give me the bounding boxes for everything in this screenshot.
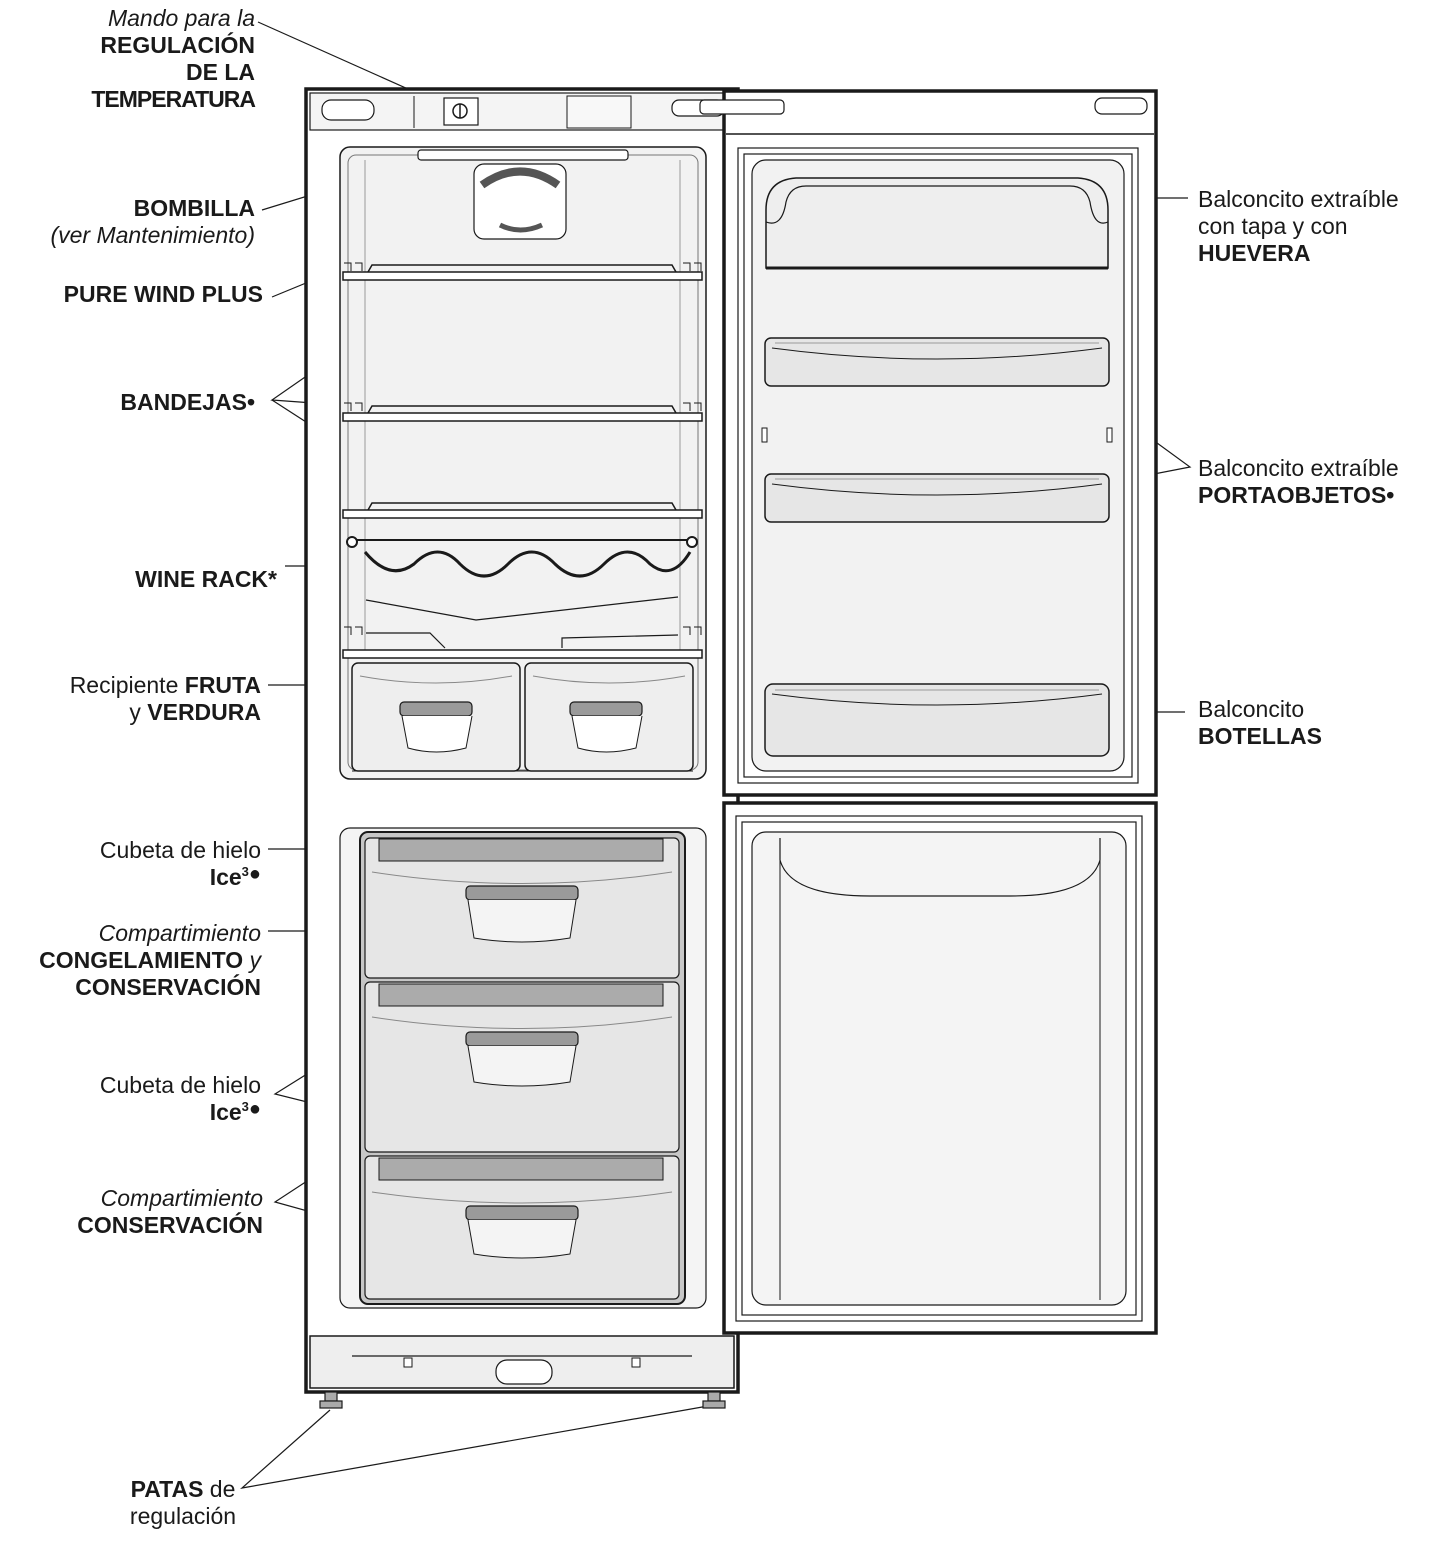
label-holder-balcony-bullet: • xyxy=(1386,482,1394,508)
label-shelves: BANDEJAS• xyxy=(120,389,255,416)
label-ice-tray-upper: Cubeta de hielo Ice3● xyxy=(100,837,261,891)
label-feet-patas: PATAS xyxy=(131,1476,204,1502)
label-holder-balcony: Balconcito extraíble PORTAOBJETOS• xyxy=(1198,455,1399,509)
label-bottle-balcony: Balconcito BOTELLAS xyxy=(1198,696,1322,750)
label-temperature-control: Mando para la REGULACIÓN DE LA TEMPERATU… xyxy=(91,5,255,113)
label-egg-balcony-line1: Balconcito extraíble xyxy=(1198,186,1399,213)
label-egg-balcony-line2: con tapa y con xyxy=(1198,213,1399,240)
freezer-drawers xyxy=(365,838,679,1299)
label-feet-de: de xyxy=(203,1476,235,1502)
label-ice-tray-lower-line1: Cubeta de hielo xyxy=(100,1072,261,1099)
label-adjustable-feet: PATAS de regulación xyxy=(108,1476,258,1530)
label-crisper-conj: y xyxy=(129,699,147,725)
label-crisper-prefix: Recipiente xyxy=(70,672,185,698)
fridge-body xyxy=(306,89,738,1408)
label-wine-rack-line1: WINE RACK* xyxy=(135,566,277,593)
label-storage-compartment-line1: Compartimiento xyxy=(77,1185,263,1212)
label-shelves-text: BANDEJAS xyxy=(120,389,247,415)
label-crisper: Recipiente FRUTA y VERDURA xyxy=(70,672,261,726)
bulb-cover xyxy=(418,150,628,160)
label-bulb: BOMBILLA (ver Mantenimiento) xyxy=(50,195,255,249)
label-holder-balcony-text: PORTAOBJETOS xyxy=(1198,482,1386,508)
label-ice-tray-upper-dot: ● xyxy=(249,863,261,885)
label-ice-tray-upper-sup: 3 xyxy=(242,864,249,879)
bottle-balcony xyxy=(765,684,1109,756)
label-shelves-bullet: • xyxy=(247,389,255,415)
label-crisper-verdura: VERDURA xyxy=(147,699,261,725)
label-bottle-balcony-line2: BOTELLAS xyxy=(1198,723,1322,750)
label-temperature-control-line1: Mando para la xyxy=(91,5,255,32)
label-crisper-fruta: FRUTA xyxy=(185,672,261,698)
label-ice-tray-upper-ice: Ice xyxy=(210,864,242,890)
label-holder-balcony-line1: Balconcito extraíble xyxy=(1198,455,1399,482)
label-bulb-line2: (ver Mantenimiento) xyxy=(50,222,255,249)
label-ice-tray-lower: Cubeta de hielo Ice3● xyxy=(100,1072,261,1126)
door-balcony-middle xyxy=(765,474,1109,522)
doors xyxy=(700,91,1156,1333)
label-freeze-compartment: Compartimiento CONGELAMIENTO y CONSERVAC… xyxy=(39,920,261,1001)
label-temperature-control-line2: REGULACIÓN xyxy=(91,32,255,59)
leader-feet xyxy=(242,1406,708,1488)
label-ice-tray-lower-sup: 3 xyxy=(242,1099,249,1114)
label-ice-tray-upper-line1: Cubeta de hielo xyxy=(100,837,261,864)
label-bulb-line1: BOMBILLA xyxy=(50,195,255,222)
label-storage-compartment-line2: CONSERVACIÓN xyxy=(77,1212,263,1239)
label-storage-compartment: Compartimiento CONSERVACIÓN xyxy=(77,1185,263,1239)
label-pure-wind-plus: PURE WIND PLUS xyxy=(64,281,263,308)
label-ice-tray-lower-dot: ● xyxy=(249,1098,261,1120)
label-pure-wind-plus-line1: PURE WIND PLUS xyxy=(64,281,263,308)
label-egg-balcony: Balconcito extraíble con tapa y con HUEV… xyxy=(1198,186,1399,267)
label-bottle-balcony-line1: Balconcito xyxy=(1198,696,1322,723)
label-egg-balcony-line3: HUEVERA xyxy=(1198,240,1399,267)
door-balcony-upper xyxy=(765,338,1109,386)
label-ice-tray-lower-ice: Ice xyxy=(210,1099,242,1125)
label-freeze-compartment-line1: Compartimiento xyxy=(39,920,261,947)
adjustable-feet xyxy=(320,1392,725,1408)
label-wine-rack: WINE RACK* xyxy=(135,566,277,593)
label-freeze-compartment-line3: CONSERVACIÓN xyxy=(39,974,261,1001)
label-temperature-control-line4: TEMPERATURA xyxy=(91,86,255,113)
egg-balcony xyxy=(766,178,1108,268)
label-temperature-control-line3: DE LA xyxy=(91,59,255,86)
label-freeze-compartment-congelamiento: CONGELAMIENTO xyxy=(39,947,243,973)
label-freeze-compartment-y: y xyxy=(243,947,261,973)
label-feet-line2: regulación xyxy=(108,1503,258,1530)
